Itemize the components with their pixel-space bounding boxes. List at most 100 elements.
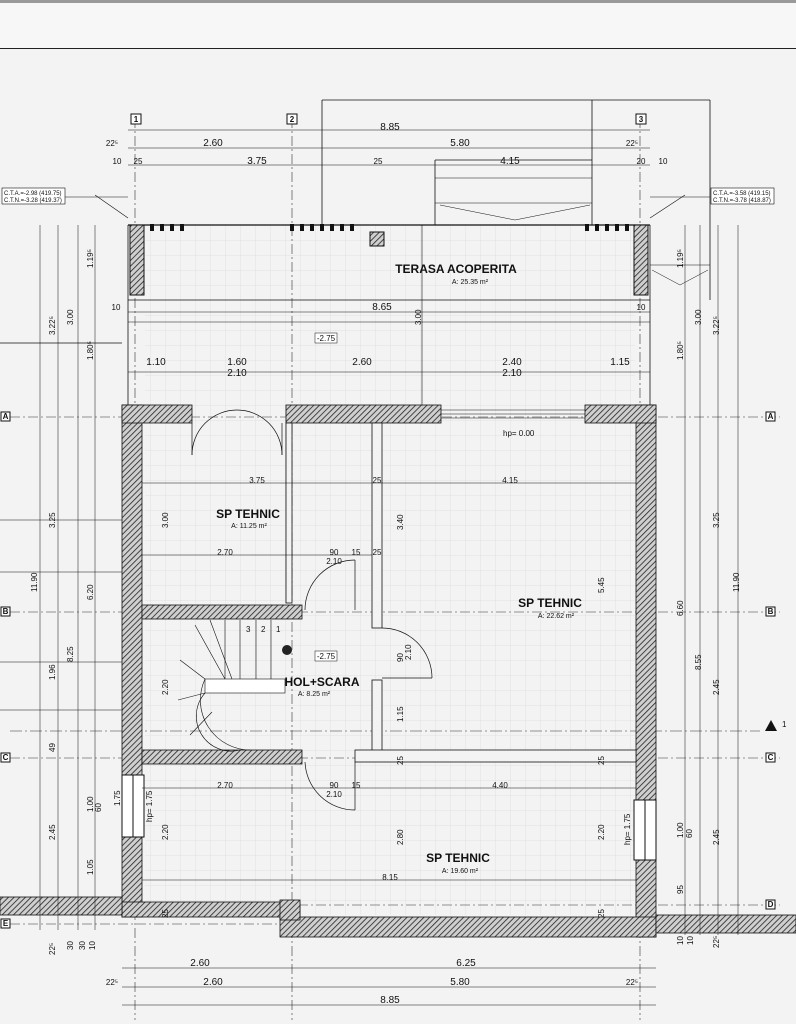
ctn-tag-right: C.T.A.=-3.58 (419.15) C.T.N.=-3.78 (418.… <box>710 187 775 205</box>
dim-top-580: 5.80 <box>450 138 470 149</box>
dim-right-855: 8.55 <box>694 654 703 670</box>
dim-top-22-right: 22⁵ <box>626 139 638 148</box>
window-top <box>441 409 585 419</box>
dim-left-10: 10 <box>88 941 97 950</box>
dimension-lines <box>0 129 739 1006</box>
room-name-sp-tehnic-3: SP TEHNIC <box>426 851 490 865</box>
terrace-column <box>369 231 385 247</box>
dim-inner-15b: 15 <box>352 781 361 790</box>
section-marker-label: 1 <box>782 720 787 729</box>
dim-terrace-v8: 3.22⁵ <box>712 316 721 335</box>
dim-inner-815: 8.15 <box>382 873 398 882</box>
dim-inner-v25d: 25 <box>597 909 606 918</box>
dim-top-10b: 10 <box>659 157 668 166</box>
axis-row-c-left: C <box>3 753 9 762</box>
dim-terrace-v5: 3.00 <box>414 309 423 325</box>
dim-right-22: 22⁵ <box>712 936 721 948</box>
terrace-structure <box>65 99 711 405</box>
stair-step-3: 3 <box>246 625 251 634</box>
terrace-balusters <box>150 224 629 231</box>
level-hall: -2.75 <box>317 652 336 661</box>
section-marker-icon <box>765 720 777 731</box>
dim-bottom-260a: 2.60 <box>190 958 210 969</box>
dim-terrace-v7: 3.00 <box>694 309 703 325</box>
terrace-pillar-left <box>129 224 145 296</box>
dim-left-325: 3.25 <box>48 512 57 528</box>
dim-inner-v340: 3.40 <box>396 514 405 530</box>
terrace-pillar-right <box>633 224 649 296</box>
dim-inner-210b: 2.10 <box>326 790 342 799</box>
dim-terrace-v1: 1.19⁵ <box>86 249 95 268</box>
level-terrace: -2.75 <box>317 334 336 343</box>
dim-bottom-580: 5.80 <box>450 977 470 988</box>
stair-step-2: 2 <box>261 625 266 634</box>
dim-left-60: 60 <box>94 803 103 812</box>
room-name-sp-tehnic-2: SP TEHNIC <box>518 596 582 610</box>
dim-terrace-v9: 1.80⁵ <box>676 341 685 360</box>
axis-col-1: 1 <box>134 115 139 124</box>
svg-text:C.T.N.=-3.28 (419.37): C.T.N.=-3.28 (419.37) <box>4 198 62 204</box>
dim-left-196: 1.96 <box>48 664 57 680</box>
dim-right-1190: 11.90 <box>732 572 741 592</box>
dim-terrace-v3: 3.22⁵ <box>48 316 57 335</box>
dim-inner-270a: 2.70 <box>217 548 233 557</box>
dim-inner-v210: 2.10 <box>404 644 413 660</box>
dim-terrace-v6: 1.19⁵ <box>676 249 685 268</box>
room-area-sp-tehnic-3: A: 19.60 m² <box>442 868 479 875</box>
dim-terrace-210a: 2.10 <box>227 368 247 379</box>
stair-step-1: 1 <box>276 625 281 634</box>
dim-inner-v115: 1.15 <box>396 706 405 722</box>
dim-bottom-260b: 2.60 <box>203 977 223 988</box>
room-area-terasa: A: 25.35 m² <box>452 279 489 286</box>
dim-top-415: 4.15 <box>500 156 520 167</box>
axis-row-b-left: B <box>3 607 9 616</box>
window-top-strip <box>0 0 796 3</box>
dim-terrace-240: 2.40 <box>502 357 522 368</box>
room-area-hol-scara: A: 8.25 m² <box>298 691 331 698</box>
dim-inner-v220c: 2.20 <box>597 824 606 840</box>
stair <box>177 619 286 752</box>
room-name-sp-tehnic-1: SP TEHNIC <box>216 507 280 521</box>
dim-top-25b: 25 <box>374 157 383 166</box>
dim-terrace-160: 1.60 <box>227 357 247 368</box>
dim-left-30a: 30 <box>66 941 75 950</box>
room-name-hol-scara: HOL+SCARA <box>284 675 359 689</box>
dim-left-1190: 11.90 <box>30 572 39 592</box>
axis-row-a-right: A <box>768 412 774 421</box>
dim-inner-25a: 25 <box>373 548 382 557</box>
axis-column-markers: 1 2 3 <box>130 113 647 125</box>
sheet-header-band <box>0 0 796 49</box>
dim-inner-v300: 3.00 <box>161 512 170 528</box>
dim-terrace-v2: 3.00 <box>66 309 75 325</box>
ctn-tag-left: C.T.A.=-2.98 (419.75) C.T.N.=-3.28 (419.… <box>1 187 66 205</box>
dim-inner-25: 25 <box>373 476 382 485</box>
interior-walls <box>141 422 637 765</box>
dim-right-245a: 2.45 <box>712 679 721 695</box>
dim-inner-415: 4.15 <box>502 476 518 485</box>
dim-left-175: 1.75 <box>113 790 122 806</box>
axis-row-a-left: A <box>3 412 9 421</box>
dim-inner-v25a: 25 <box>396 756 405 765</box>
dim-inner-440: 4.40 <box>492 781 508 790</box>
dim-inner-90b: 90 <box>330 781 339 790</box>
svg-text:C.T.A.=-2.98 (419.75): C.T.A.=-2.98 (419.75) <box>4 191 62 197</box>
dim-terrace-10a: 10 <box>112 303 121 312</box>
axis-row-c-right: C <box>768 753 774 762</box>
dim-terrace-110: 1.10 <box>146 357 166 368</box>
level-hp-top: hp= 0.00 <box>503 429 535 438</box>
dim-left-49: 49 <box>48 743 57 752</box>
dim-right-95: 95 <box>676 885 685 894</box>
dim-top-20: 20 <box>637 157 646 166</box>
room-name-terasa: TERASA ACOPERITA <box>395 262 517 276</box>
dim-terrace-865: 8.65 <box>372 302 392 313</box>
svg-text:C.T.A.=-3.58 (419.15): C.T.A.=-3.58 (419.15) <box>713 191 771 197</box>
dim-right-100: 1.00 <box>676 822 685 838</box>
axis-row-d-right: D <box>768 900 774 909</box>
stair-start-icon <box>282 645 292 655</box>
level-hp-right: hp= 1.75 <box>623 813 632 845</box>
axis-row-e-left: E <box>3 919 9 928</box>
dim-right-10a: 10 <box>676 936 685 945</box>
dim-bottom-625: 6.25 <box>456 958 476 969</box>
axis-col-2: 2 <box>290 115 295 124</box>
